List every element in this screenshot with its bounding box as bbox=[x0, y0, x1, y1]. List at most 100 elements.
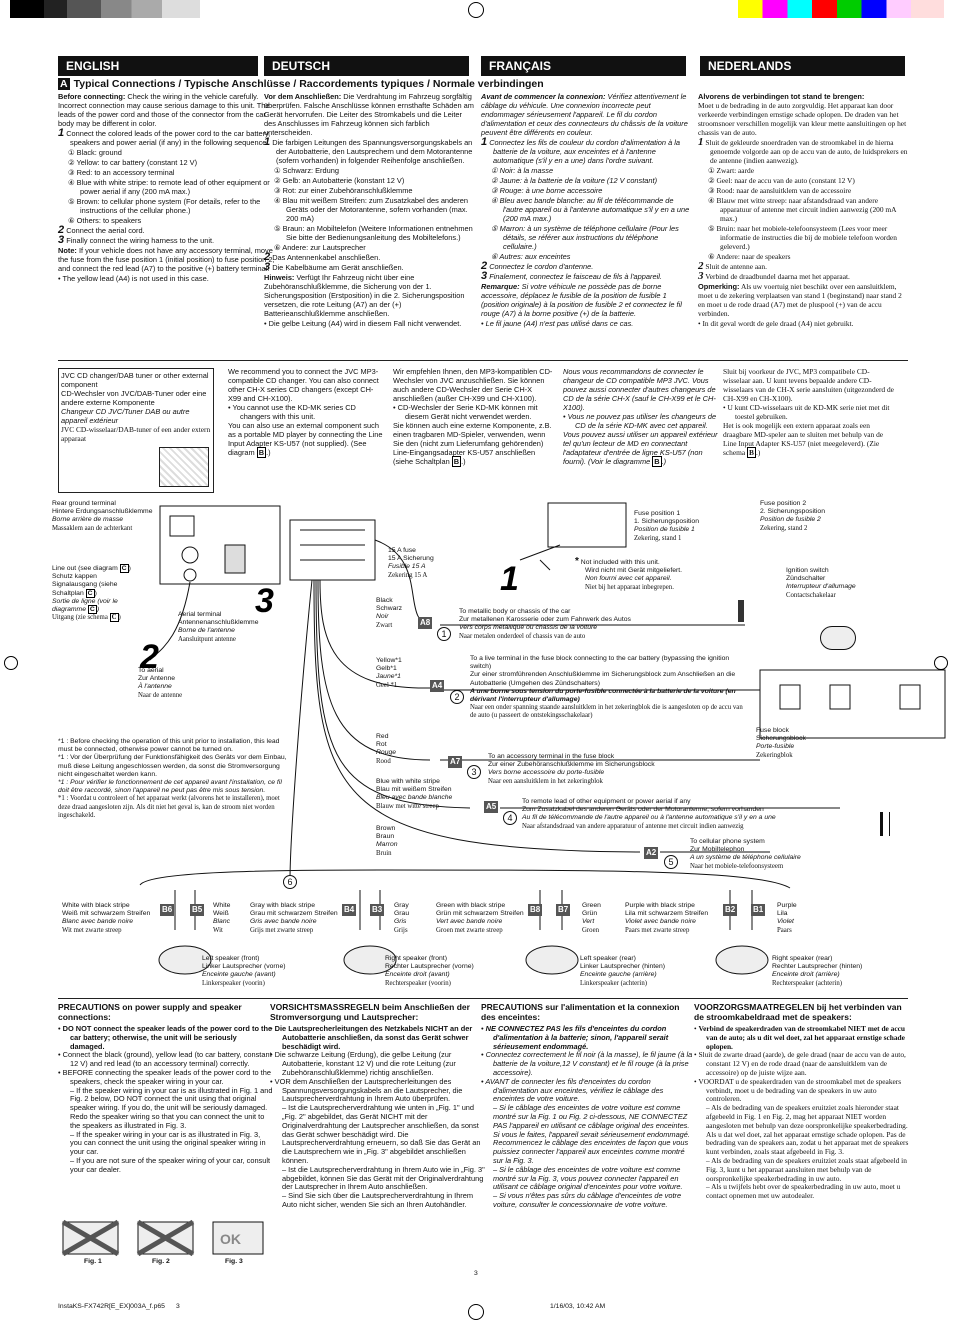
de-item: ④ Blau mit weißem Streifen: zum Zusatzka… bbox=[274, 196, 468, 223]
to-remote-nl: Naar afstandsdraad van andere apparatuur… bbox=[522, 822, 744, 830]
divider-precautions bbox=[58, 998, 908, 999]
fuse-15a-de: 15 A Sicherung bbox=[388, 555, 434, 563]
yellow-wire-label: Yellow*1 Gelb*1 Jaune*1 Geel *1 bbox=[376, 657, 436, 690]
fuse-block-de: Sicherungsblock bbox=[756, 735, 806, 743]
speaker-left-rear bbox=[525, 945, 579, 975]
aerial-terminal-en: Aerial terminal bbox=[178, 611, 222, 618]
speaker-label-lr: Left speaker (rear) Linker Lautsprecher … bbox=[580, 955, 700, 988]
registration-mark-left bbox=[4, 656, 18, 670]
en-note-body: If your vehicle does not have any access… bbox=[58, 246, 275, 273]
to-aerial-en: To aerial bbox=[138, 667, 164, 674]
c2-fr: Vert bbox=[582, 918, 595, 926]
francais-column: Avant de commencer la connexion: Vérifie… bbox=[481, 92, 690, 328]
to-live-de: Zur einer stromführenden Anschlußklemme … bbox=[470, 671, 736, 687]
yellow-nl: Geel *1 bbox=[376, 681, 398, 689]
recommend-nl-extra: Het is ook mogelijk een extern apparaat … bbox=[723, 421, 884, 457]
c2-fr: Blanc bbox=[213, 918, 231, 926]
circled-4: 4 bbox=[503, 811, 517, 825]
circled-1: 1 bbox=[437, 627, 451, 641]
en-step1: Connect the colored leads of the power c… bbox=[66, 129, 271, 147]
line-out-en: Line out (see diagram bbox=[52, 565, 118, 572]
fuse-block-en: Fuse block bbox=[756, 727, 789, 734]
prec-en-item: BEFORE connecting the speaker leads of t… bbox=[62, 1067, 271, 1086]
to-cell-fr: A un système de téléphone cellulaire bbox=[690, 854, 801, 862]
fuse-block-diagram bbox=[547, 502, 627, 548]
not-included-fr: Non fourni avec cet appareil. bbox=[585, 575, 672, 583]
gray-scale-bar bbox=[10, 0, 200, 18]
jvc-changer-box: JVC CD changer/DAB tuner or other extern… bbox=[58, 368, 214, 493]
to-accessory-fr: Vers borne accessoire du porte-fusible bbox=[488, 769, 605, 777]
nl-note-body: Als uw voertuig niet beschikt over een a… bbox=[698, 282, 902, 318]
ref-c-box: C bbox=[119, 564, 129, 573]
ref-c-box: C bbox=[87, 605, 97, 615]
spk-fr: Enceinte gauche (arrière) bbox=[580, 971, 657, 979]
recommend-fr-text: Nous vous recommandons de connecter le c… bbox=[563, 367, 716, 412]
jvc-label-fr: Changeur CD JVC/Tuner DAB ou autre appar… bbox=[61, 407, 190, 425]
red-fr: Rouge bbox=[376, 749, 397, 757]
c1-en: Purple with black stripe bbox=[625, 902, 695, 909]
c2-de: Lila bbox=[777, 910, 788, 918]
de-note-head: Hinweis: bbox=[264, 273, 295, 282]
fuse-pos1-de: 1. Sicherungsposition bbox=[634, 518, 699, 526]
line-out-label: Line out (see diagram C) Schutz kappen S… bbox=[52, 564, 131, 623]
lang-francais: FRANÇAIS bbox=[481, 56, 686, 76]
changer-illustration bbox=[159, 447, 209, 487]
c1-en: White with black stripe bbox=[62, 902, 130, 909]
tag-a8: A8 bbox=[418, 617, 433, 629]
recommend-fr: Nous vous recommandons de connecter le c… bbox=[563, 367, 723, 467]
to-cell-nl: Naar het mobiele-telefoonsysteem bbox=[690, 862, 784, 870]
brown-wire-label: Brown Braun Marron Bruin bbox=[376, 825, 436, 858]
fr-note-body: Si votre véhicule ne possède pas de born… bbox=[481, 282, 682, 318]
nl-item: ④ Blauw met witte streep: naar afstandsd… bbox=[708, 196, 897, 223]
tag-a4: A4 bbox=[430, 680, 445, 692]
prec-fr-item: AVANT de connecter les fils d'enceintes … bbox=[485, 1076, 664, 1104]
nl-step2: Sluit de antenne aan. bbox=[705, 262, 767, 271]
bluewhite-wire-label: Blue with white stripe Blau mit weißem S… bbox=[376, 778, 486, 811]
de-note-bullet: Die gelbe Leitung (A4) wird in diesem Fa… bbox=[268, 319, 462, 328]
precautions-en: PRECAUTIONS on power supply and speaker … bbox=[58, 1002, 273, 1174]
prec-en-item: DO NOT connect the speaker leads of the … bbox=[62, 1024, 273, 1051]
to-live-nl: Naar een onder spanning staande aansluit… bbox=[470, 704, 743, 720]
speaker-right-front bbox=[343, 945, 397, 975]
to-remote-fr: Au fil de télécommande de l'autre appare… bbox=[522, 814, 776, 822]
lang-nederlands: NEDERLANDS bbox=[700, 56, 905, 76]
nl-before-body: Moet u de bedrading in de auto zorgvuldi… bbox=[698, 101, 907, 137]
recommend-nl-text: Sluit bij voorkeur de JVC, MP3 compatibe… bbox=[723, 367, 894, 403]
nl-item: ⑥ Andere: naar de speakers bbox=[708, 252, 791, 261]
black-en: Black bbox=[376, 597, 393, 604]
bluewhite-de: Blau mit weißem Streifen bbox=[376, 786, 452, 794]
prec-nl-item: – Als de bedrading van de speakers eruit… bbox=[706, 1103, 909, 1157]
en-item: ⑥ Others: to speakers bbox=[68, 216, 142, 225]
section-title: Typical Connections / Typische Anschlüss… bbox=[73, 78, 544, 90]
to-aerial-de: Zur Antenne bbox=[138, 675, 176, 683]
tag-b6: B6 bbox=[160, 904, 175, 916]
recommend-nl-bullet: U kunt CD-wisselaars uit de KD-MK serie … bbox=[727, 403, 890, 421]
to-remote-de: Zum Zusatzkabel des anderen Geräts oder … bbox=[522, 806, 764, 814]
section-letter: A bbox=[58, 78, 70, 90]
yellow-fr: Jaune*1 bbox=[376, 673, 401, 681]
tag-b8: B8 bbox=[528, 904, 543, 916]
screw-icon bbox=[738, 600, 744, 622]
fr-item: ⑤ Marron: à un système de téléphone cell… bbox=[491, 224, 679, 251]
fuse-pos1-fr: Position de fusible 1 bbox=[634, 526, 695, 534]
wire-label-c2: Purple Lila Violet Paars bbox=[777, 902, 817, 935]
c1-fr: Blanc avec bande noire bbox=[62, 918, 134, 926]
nl-item: ② Geel: naar de accu van de auto (consta… bbox=[708, 176, 855, 185]
c2-nl: Wit bbox=[213, 926, 223, 934]
fr-item: ② Jaune: à la batterie de la voiture (12… bbox=[491, 176, 658, 185]
registration-mark-bottom bbox=[468, 1304, 484, 1320]
black-fr: Noir bbox=[376, 613, 389, 621]
red-nl: Rood bbox=[376, 757, 391, 765]
nl-note-bullet: In dit geval wordt de gele draad (A4) ni… bbox=[702, 319, 854, 328]
tag-a2: A2 bbox=[644, 847, 659, 859]
tag-a5: A5 bbox=[484, 801, 499, 813]
yellow-de: Gelb*1 bbox=[376, 665, 397, 673]
footnote-block: *1 : Before checking the operation of th… bbox=[58, 738, 288, 820]
nl-item: ① Zwart: aarde bbox=[708, 166, 755, 175]
recommend-nl: Sluit bij voorkeur de JVC, MP3 compatibe… bbox=[723, 367, 894, 458]
to-accessory-en: To an accessory terminal in the fuse blo… bbox=[488, 753, 615, 760]
fuse-block-nl: Zekeringblok bbox=[756, 751, 793, 759]
fuse-pos2-nl: Zekering, stand 2 bbox=[760, 524, 808, 532]
not-included-label: * Not included with this unit. Wird nich… bbox=[575, 557, 715, 592]
ignition-de: Zündschalter bbox=[786, 575, 826, 583]
